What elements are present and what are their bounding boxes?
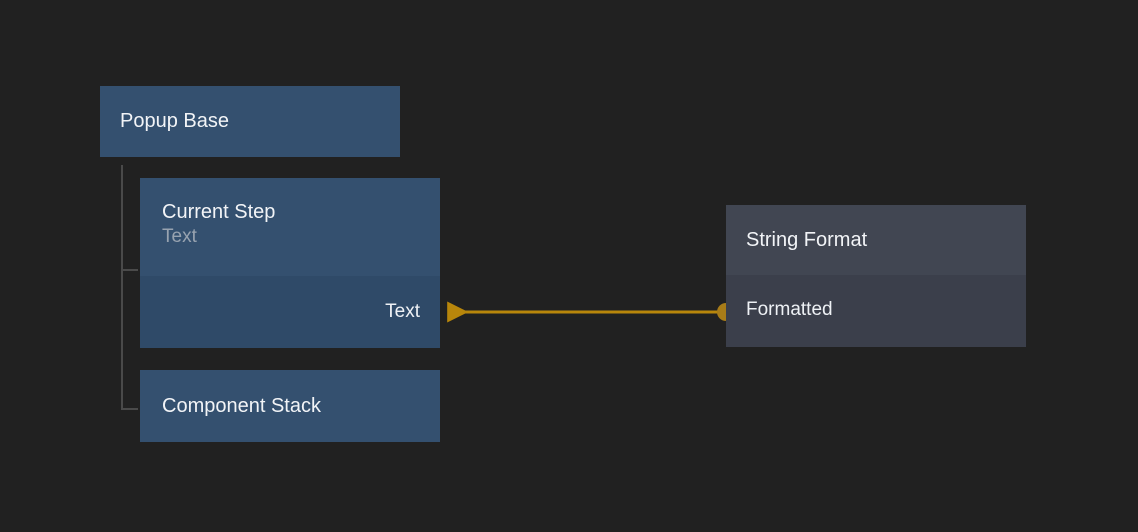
tree-branch-stub-component-stack [121, 408, 138, 410]
node-component-stack[interactable]: Component Stack [140, 370, 440, 442]
node-current-step-body[interactable]: Text [140, 276, 440, 348]
node-popup-base-title: Popup Base [120, 110, 229, 132]
node-popup-base-header[interactable]: Popup Base [100, 86, 400, 157]
node-string-format[interactable]: String Format Formatted [726, 205, 1026, 347]
node-component-stack-header[interactable]: Component Stack [140, 370, 440, 442]
node-string-format-header[interactable]: String Format [726, 205, 1026, 275]
node-popup-base[interactable]: Popup Base [100, 86, 400, 157]
output-pin-formatted[interactable]: Formatted [746, 297, 833, 323]
node-string-format-body[interactable]: Formatted [726, 275, 1026, 347]
node-current-step-title: Current Step [162, 201, 276, 223]
tree-vertical-line [121, 165, 123, 410]
node-current-step[interactable]: Current Step Text Text [140, 178, 440, 348]
input-pin-text-label: Text [385, 301, 420, 322]
node-string-format-title: String Format [746, 228, 868, 251]
node-component-stack-title: Component Stack [162, 394, 321, 417]
node-current-step-header[interactable]: Current Step Text [140, 178, 440, 276]
tree-branch-stub-current-step [121, 269, 138, 271]
input-pin-text[interactable]: Text [385, 299, 420, 325]
node-current-step-subtitle: Text [162, 226, 197, 247]
output-pin-formatted-label: Formatted [746, 299, 833, 320]
